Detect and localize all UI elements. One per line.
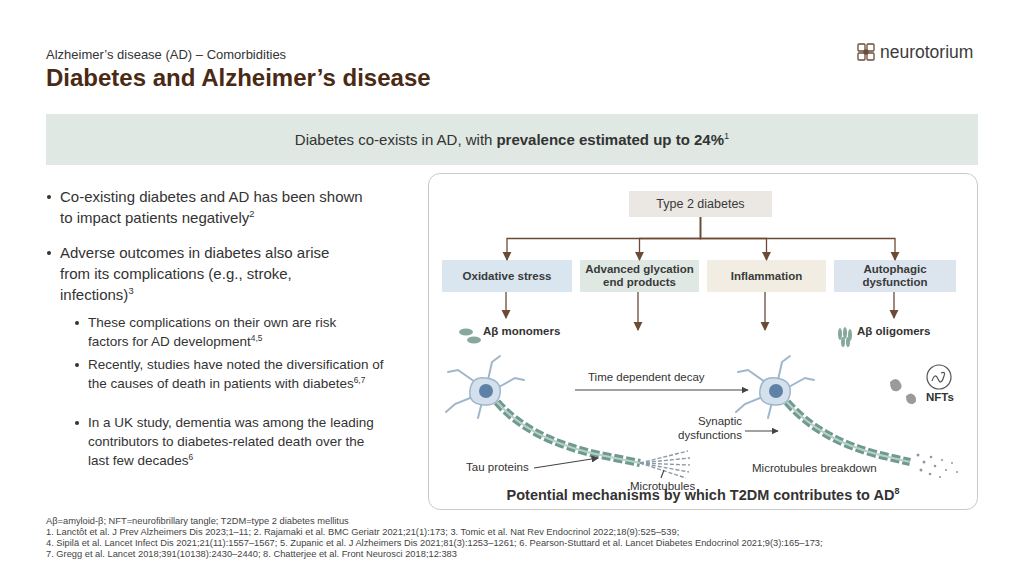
mechanism-box: Autophagic dysfunction [834, 260, 956, 292]
bullet-item: Adverse outcomes in diabetes also arise … [60, 242, 360, 305]
slide-title: Diabetes and Alzheimer’s disease [46, 64, 431, 92]
process-label: Time dependent decay [588, 371, 705, 383]
reference-line: 4. Sipilä et al. Lancet Infect Dis 2021;… [46, 538, 823, 548]
box-label: Oxidative stress [463, 270, 552, 283]
bullet-text: In a UK study, dementia was among the le… [88, 415, 374, 468]
structure-label: Microtubules [630, 480, 695, 492]
monomer-icon [459, 329, 481, 344]
bullet-text: Adverse outcomes in diabetes also arise … [60, 244, 329, 303]
reference-number: 1 [724, 131, 729, 141]
bullet-dot [47, 195, 51, 199]
bullet-text: These complications on their own are ris… [88, 315, 336, 349]
cause-box: Type 2 diabetes [629, 191, 772, 217]
process-label: Synaptic dysfunctions [672, 414, 742, 442]
bullet-item: In a UK study, dementia was among the le… [88, 413, 378, 470]
reference-number: 8 [894, 486, 899, 496]
structure-label: NFTs [926, 391, 954, 403]
bullet-item: Recently, studies have noted the diversi… [88, 355, 388, 393]
structure-label: Tau proteins [466, 461, 529, 473]
reference-number: 6,7 [354, 375, 366, 385]
reference-number: 2 [249, 209, 254, 219]
connector-arrow [701, 217, 767, 260]
pathway-arrows [506, 292, 894, 330]
logo-icon [858, 44, 874, 60]
bullet-dot [75, 321, 79, 325]
connector-arrow [701, 217, 896, 260]
degenerating-neuron [736, 356, 958, 478]
section-header: Alzheimer’s disease (AD) – Comorbidities [46, 47, 286, 62]
molecule-label: Aβ oligomers [857, 325, 930, 337]
mechanism-box: Advanced glycation end products [580, 260, 699, 292]
box-label: Type 2 diabetes [656, 198, 744, 211]
reference-line: 1. Lanctôt et al. J Prev Alzheimers Dis … [46, 527, 679, 537]
abbreviations: Aβ=amyloid-β; NFT=neurofibrillary tangle… [46, 516, 349, 526]
band-text: Diabetes co-exists in AD, withprevalence… [295, 131, 729, 148]
bullet-item: Co-existing diabetes and AD has been sho… [60, 186, 365, 228]
connector-arrow [507, 217, 701, 260]
mechanism-box: Inflammation [707, 260, 826, 292]
mechanism-box: Oxidative stress [442, 260, 572, 292]
box-label: Autophagic dysfunction [838, 263, 952, 289]
figure-caption: Potential mechanisms by which T2DM contr… [429, 487, 977, 503]
bullet-dot [75, 421, 79, 425]
box-label: Advanced glycation end products [584, 263, 695, 289]
band-text-part: Diabetes co-exists in AD, with [295, 131, 493, 148]
bullet-dot [47, 251, 51, 255]
reference-line: 7. Gregg et al. Lancet 2018;391(10138):2… [46, 549, 457, 559]
reference-number: 4,5 [251, 333, 263, 343]
annotation-arrows [534, 390, 778, 478]
reference-number: 6 [189, 452, 194, 462]
caption-text: Potential mechanisms by which T2DM contr… [507, 487, 895, 503]
figure-panel: Potential mechanisms by which T2DM contr… [428, 173, 978, 510]
logo-text: neurotorium [880, 42, 973, 63]
bullet-text: Co-existing diabetes and AD has been sho… [60, 188, 363, 226]
bullet-item: These complications on their own are ris… [88, 313, 378, 351]
band-text-part: prevalence estimated up to 24% [496, 131, 724, 148]
molecule-label: Aβ monomers [483, 325, 560, 337]
connector-arrow [640, 217, 701, 260]
bullet-text: Recently, studies have noted the diversi… [88, 357, 383, 391]
oligomer-icon [838, 327, 852, 347]
summary-band: Diabetes co-exists in AD, withprevalence… [46, 114, 978, 165]
box-label: Inflammation [731, 270, 803, 283]
bullet-dot [75, 363, 79, 367]
reference-number: 3 [128, 286, 133, 296]
structure-label: Microtubules breakdown [752, 462, 877, 474]
